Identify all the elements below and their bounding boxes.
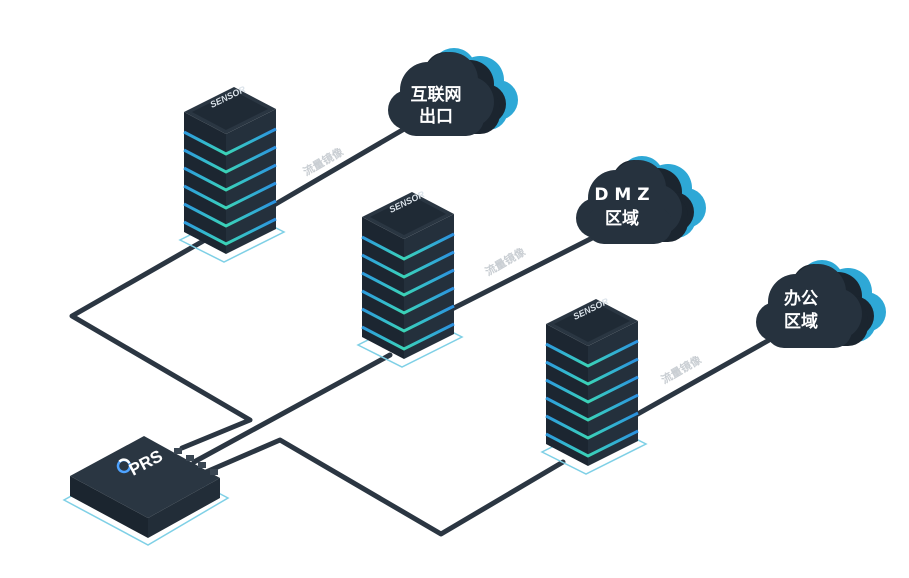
cloud-office[interactable]: 办公 区域	[756, 260, 886, 348]
cloud-dmz[interactable]: D M Z 区域	[576, 156, 706, 244]
sensor-tower-3[interactable]: SENSOR	[540, 296, 648, 476]
cable-sensor3-office	[624, 327, 790, 423]
device-ports	[174, 448, 218, 475]
cable-sensor2-dmz	[443, 225, 615, 315]
prs-device[interactable]: PRS	[62, 436, 230, 546]
cable-device-sensor3	[203, 437, 566, 537]
cloud-dmz-line2: 区域	[605, 208, 639, 229]
cloud-internet-line2: 出口	[419, 106, 453, 127]
prs-logo-icon	[116, 458, 132, 474]
cloud-internet-line1: 互联网	[411, 85, 462, 105]
sensor-tower-2[interactable]: SENSOR	[356, 189, 464, 369]
cables	[69, 115, 790, 537]
cable-sensor1-internet	[259, 115, 426, 215]
cloud-office-line2: 区域	[784, 311, 818, 332]
cable-device-sensor2	[191, 352, 393, 465]
cloud-internet[interactable]: 互联网 出口	[388, 48, 518, 136]
cloud-office-line1: 办公	[784, 288, 818, 309]
sensor-tower-1[interactable]: SENSOR	[178, 84, 286, 264]
cloud-dmz-line1: D M Z	[594, 185, 649, 205]
cable-device-sensor1	[69, 237, 253, 451]
